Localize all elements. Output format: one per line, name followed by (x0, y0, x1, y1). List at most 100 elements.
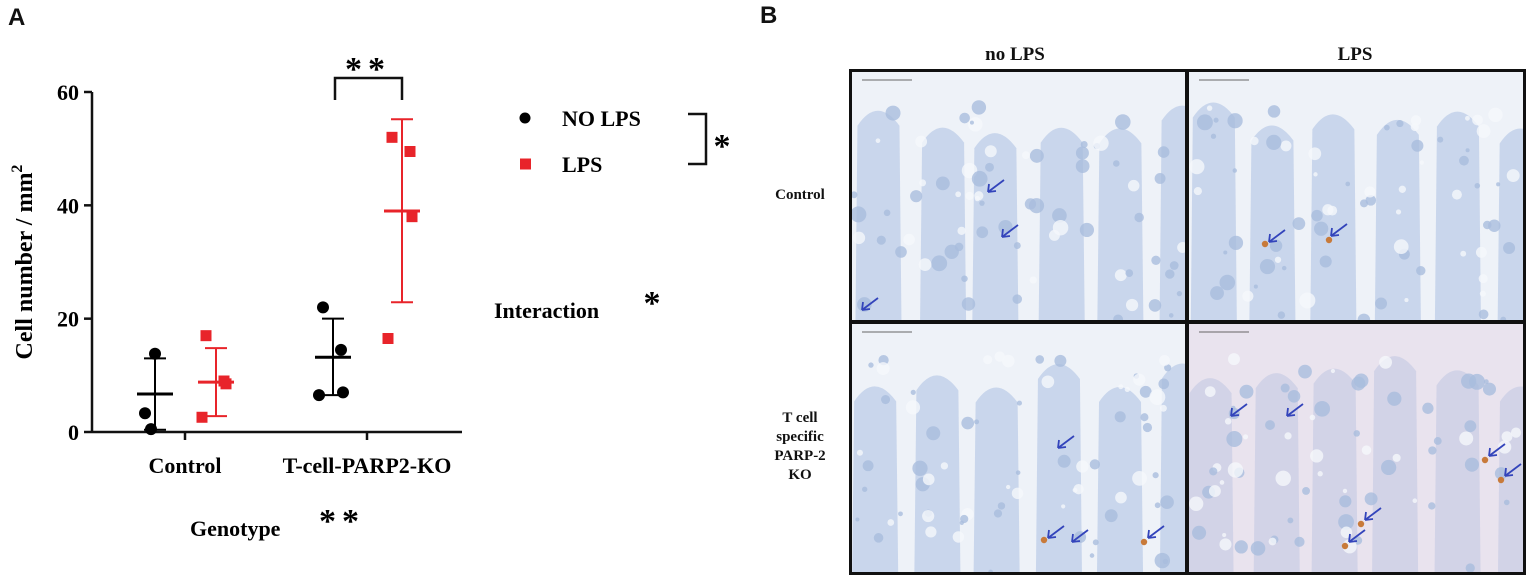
tissue-cell (1206, 105, 1213, 111)
tissue-cell (1342, 488, 1348, 494)
tissue-cell (971, 100, 987, 115)
tissue-cell (1239, 384, 1254, 399)
tissue-cell (1140, 413, 1149, 422)
tissue-cell (1213, 117, 1219, 123)
tissue-cell (979, 200, 985, 206)
arrow-icon (1364, 507, 1382, 521)
tissue-cell (1168, 313, 1174, 318)
stained-cell (1325, 236, 1333, 244)
tissue-cell (1228, 353, 1240, 366)
tissue-cell (1013, 242, 1021, 250)
tissue-cell (984, 145, 997, 158)
tissue-cell (1392, 453, 1401, 462)
tissue-cell (1309, 414, 1316, 421)
tissue-cell (1242, 434, 1249, 440)
tissue-cell (855, 517, 860, 522)
tissue-cell (1338, 514, 1354, 530)
tissue-cell (1459, 431, 1474, 446)
tissue-cell (922, 473, 935, 486)
tissue-cell (1410, 115, 1422, 126)
tissue-cell (898, 511, 903, 517)
tissue-cell (1250, 541, 1266, 556)
tissue-cell (1149, 389, 1166, 406)
row-header-parp2-ko: T cell specific PARP-2 KO (760, 409, 840, 485)
arrow-icon (987, 179, 1005, 193)
tissue-cell (1224, 417, 1232, 425)
tissue-villus (1497, 128, 1523, 320)
tissue-cell (1113, 314, 1124, 320)
tissue-cell (1465, 148, 1470, 153)
tissue-cell (971, 170, 988, 187)
tissue-cell (1227, 462, 1244, 478)
tissue-cell (968, 117, 983, 132)
tissue-cell (1465, 563, 1475, 572)
legend-marker-lps (520, 158, 531, 170)
tissue-cell (1196, 114, 1213, 131)
tissue-cell (961, 416, 975, 430)
tissue-cell (1176, 290, 1183, 297)
tissue-cell (1250, 136, 1259, 146)
tissue-cell (1395, 209, 1402, 215)
tissue-cell (1393, 239, 1409, 255)
tissue-cell (931, 255, 948, 272)
tissue-cell (1002, 354, 1015, 368)
arrow-icon (1047, 525, 1065, 539)
y-tick-label: 40 (57, 193, 79, 218)
stained-cell (1497, 476, 1505, 484)
tissue-cell (919, 179, 927, 187)
arrow-icon (861, 297, 879, 311)
tissue-villus (1374, 119, 1421, 320)
tissue-cell (1052, 208, 1067, 223)
tissue-cell (1148, 299, 1162, 312)
tissue-villus (914, 375, 961, 572)
column-header-lps: LPS (1337, 44, 1373, 65)
tissue-cell (1498, 440, 1512, 454)
tissue-cell (1277, 311, 1286, 319)
tissue-cell (895, 246, 907, 258)
legend-label: LPS (562, 152, 602, 177)
tissue-villus (1159, 105, 1185, 320)
tissue-cell (1384, 124, 1390, 131)
tissue-cell (1011, 487, 1024, 500)
tissue-cell (957, 226, 966, 236)
tissue-cell (1079, 222, 1095, 238)
tissue-cell (1292, 217, 1306, 230)
tissue-cell (955, 191, 962, 198)
tissue-cell (1159, 404, 1167, 412)
tissue-cell (1158, 378, 1170, 390)
panel-label-b: B (760, 2, 778, 29)
tissue-cell (862, 460, 874, 472)
tissue-cell (1317, 471, 1323, 477)
arrow-icon (1488, 443, 1506, 457)
tissue-villus (1097, 387, 1144, 572)
row-header-line: specific (776, 429, 824, 445)
tissue-cell (961, 297, 976, 311)
tissue-cell (1029, 148, 1044, 163)
y-tick-label: 20 (57, 307, 79, 332)
tissue-villus (1190, 102, 1237, 320)
tissue-cell (994, 351, 1005, 362)
tissue-cell (1210, 133, 1217, 139)
tissue-cell (988, 569, 993, 572)
data-point (406, 211, 418, 223)
tissue-cell (910, 389, 916, 395)
tissue-cell (969, 120, 974, 125)
tissue-villus (852, 386, 899, 572)
tissue-cell (876, 362, 890, 376)
tissue-cell (875, 138, 881, 143)
significance-mark: ** (345, 51, 391, 88)
tissue-cell (1503, 241, 1516, 254)
tissue-cell (1210, 286, 1224, 301)
tissue-cell (1061, 504, 1066, 509)
stained-cell (1040, 536, 1048, 544)
tissue-cell (954, 242, 964, 252)
tissue-cell (1404, 298, 1409, 303)
tissue-cell (873, 533, 884, 543)
data-point (382, 333, 394, 344)
tissue-cell (1302, 486, 1310, 495)
micrograph-control-no-lps (852, 72, 1185, 320)
tissue-cell (1024, 198, 1037, 210)
y-axis-label: Cell number / mm2 (9, 165, 38, 360)
tissue-cell (1364, 186, 1376, 198)
